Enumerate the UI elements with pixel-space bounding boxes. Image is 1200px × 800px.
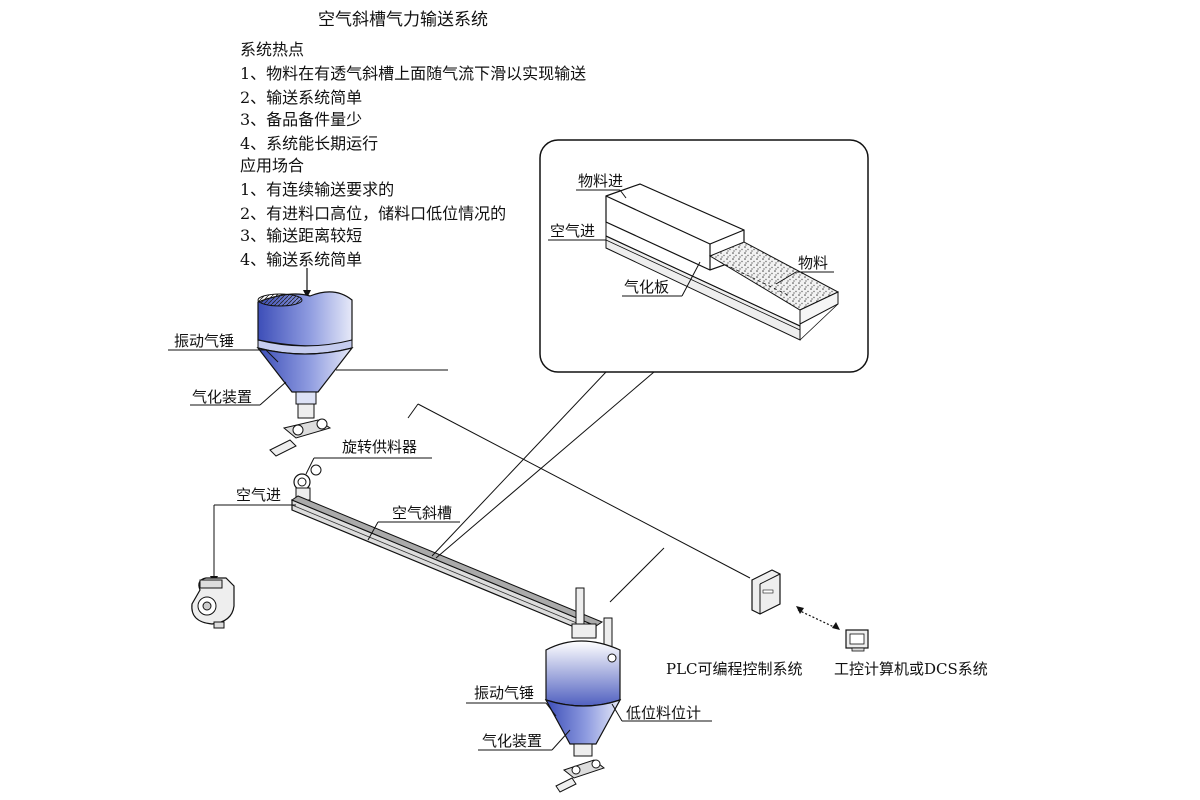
application-item-1: 1、有连续输送要求的 — [240, 180, 395, 199]
label-air-in: 空气进 — [236, 486, 282, 504]
computer-monitor — [845, 629, 869, 652]
features-heading: 系统热点 — [240, 40, 305, 59]
label-aerator-bottom: 气化装置 — [482, 732, 543, 750]
air-slide — [290, 495, 604, 639]
feature-item-2: 2、输送系统简单 — [240, 88, 363, 107]
label-air-slide: 空气斜槽 — [392, 504, 453, 522]
page-title: 空气斜槽气力输送系统 — [318, 10, 488, 30]
detail-callout — [539, 139, 869, 373]
applications-heading: 应用场合 — [240, 156, 305, 175]
feature-item-4: 4、系统能长期运行 — [240, 134, 379, 153]
detail-label-air-in: 空气进 — [550, 222, 596, 240]
feed-arrow — [303, 268, 311, 298]
rotary-feeder — [293, 464, 322, 501]
label-aerator-top: 气化装置 — [192, 388, 253, 406]
application-item-3: 3、输送距离较短 — [240, 226, 363, 245]
blower — [191, 577, 235, 629]
application-item-4: 4、输送系统简单 — [240, 250, 363, 269]
plc-cabinet — [751, 569, 781, 615]
detail-label-material-in: 物料进 — [578, 172, 624, 190]
bottom-silo — [544, 587, 622, 793]
label-plc: PLC可编程控制系统 — [666, 660, 803, 678]
comm-arrow — [796, 606, 840, 630]
label-rotary-feeder: 旋转供料器 — [342, 438, 418, 456]
detail-label-aeration-plate: 气化板 — [624, 278, 670, 296]
feature-item-3: 3、备品备件量少 — [240, 110, 363, 129]
application-item-2: 2、有进料口高位，储料口低位情况的 — [240, 204, 507, 223]
label-computer: 工控计算机或DCS系统 — [834, 660, 988, 678]
label-vibrator-bottom: 振动气锤 — [474, 684, 535, 702]
label-vibrator-top: 振动气锤 — [174, 332, 235, 350]
label-level-meter: 低位料位计 — [626, 704, 702, 722]
feature-item-1: 1、物料在有透气斜槽上面随气流下滑以实现输送 — [240, 64, 587, 83]
top-hopper — [256, 291, 354, 457]
detail-label-material: 物料 — [798, 254, 829, 272]
